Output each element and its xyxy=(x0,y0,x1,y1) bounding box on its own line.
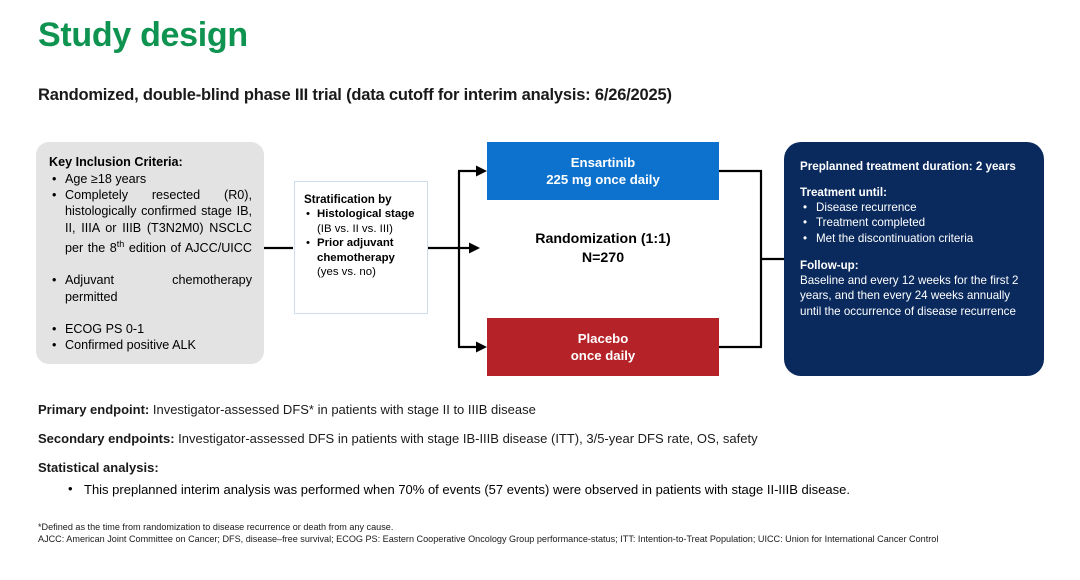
inclusion-item-text: Age ≥18 years xyxy=(65,172,147,186)
arm-dose: 225 mg once daily xyxy=(546,172,660,187)
statistical-analysis-bullet-text: This preplanned interim analysis was per… xyxy=(84,482,850,497)
secondary-endpoint-line: Secondary endpoints: Investigator-assess… xyxy=(38,431,1048,447)
followup-text: Baseline and every 12 weeks for the firs… xyxy=(800,274,1019,318)
randomization-ratio: Randomization (1:1) xyxy=(535,231,671,247)
list-item: Histological stage (IB vs. II vs. III) xyxy=(304,207,419,236)
primary-endpoint-label: Primary endpoint: xyxy=(38,402,150,417)
inclusion-item-text: Confirmed positive ALK xyxy=(65,338,196,353)
randomization-n: N=270 xyxy=(581,250,625,266)
footnote-definition: *Defined as the time from randomization … xyxy=(38,522,394,532)
page-subtitle: Randomized, double-blind phase III trial… xyxy=(38,86,672,104)
treatment-until-label: Treatment until: xyxy=(800,186,887,199)
list-item: Age ≥18 years xyxy=(49,171,252,187)
statistical-analysis-line: Statistical analysis: xyxy=(38,460,1048,476)
treatment-arm-ensartinib: Ensartinib 225 mg once daily xyxy=(487,142,719,200)
arm-dose: once daily xyxy=(570,348,636,363)
treatment-until-list: Disease recurrence Treatment completed M… xyxy=(800,200,1030,247)
page-title: Study design xyxy=(38,16,248,54)
secondary-endpoint-text: Investigator-assessed DFS in patients wi… xyxy=(174,431,758,446)
footnote-abbreviations: AJCC: American Joint Committee on Cancer… xyxy=(38,534,939,545)
treatment-duration-box: Preplanned treatment duration: 2 years T… xyxy=(784,142,1044,376)
treatment-until-item: Treatment completed xyxy=(816,216,926,230)
list-item: ECOG PS 0-1 xyxy=(49,321,252,337)
inclusion-criteria-box: Key Inclusion Criteria: Age ≥18 years Co… xyxy=(36,142,264,364)
treatment-until-item: Disease recurrence xyxy=(816,201,917,214)
primary-endpoint-line: Primary endpoint: Investigator-assessed … xyxy=(38,402,1048,418)
list-item: Completely resected (R0), histologically… xyxy=(49,187,252,272)
inclusion-criteria-list: Age ≥18 years Completely resected (R0), … xyxy=(49,171,252,354)
stratification-factor-detail: (IB vs. II vs. III) xyxy=(317,222,393,235)
inclusion-item-text: ECOG PS 0-1 xyxy=(65,322,145,337)
list-item: Disease recurrence xyxy=(800,200,1030,216)
arrowhead-placebo xyxy=(476,341,487,353)
study-design-diagram: Key Inclusion Criteria: Age ≥18 years Co… xyxy=(0,130,1080,395)
footnotes: *Defined as the time from randomization … xyxy=(38,521,1046,546)
stratification-factor-detail: (yes vs. no) xyxy=(317,266,376,279)
arm-name: Ensartinib xyxy=(570,155,636,170)
list-item: Met the discontinuation criteria xyxy=(800,231,1030,247)
stratification-heading: Stratification by xyxy=(304,193,392,206)
secondary-endpoint-label: Secondary endpoints: xyxy=(38,431,175,446)
randomization-label: Randomization (1:1) N=270 xyxy=(487,230,719,268)
stratification-factor-label: Histological stage xyxy=(317,208,415,220)
treatment-duration-heading: Preplanned treatment duration: 2 years xyxy=(800,160,1016,173)
list-item: Prior adjuvant chemotherapy (yes vs. no) xyxy=(304,236,419,280)
list-item: Confirmed positive ALK xyxy=(49,337,252,353)
inclusion-item-text: Adjuvant chemotherapy permitted xyxy=(65,273,252,304)
statistical-analysis-bullet: This preplanned interim analysis was per… xyxy=(68,481,1048,498)
stratification-list: Histological stage (IB vs. II vs. III) P… xyxy=(304,207,419,280)
inclusion-criteria-heading: Key Inclusion Criteria: xyxy=(49,155,183,169)
treatment-until-item: Met the discontinuation criteria xyxy=(816,231,974,245)
arm-name: Placebo xyxy=(577,331,629,346)
arrowhead-ensartinib xyxy=(476,165,487,177)
followup-label: Follow-up: xyxy=(800,259,859,273)
stratification-box: Stratification by Histological stage (IB… xyxy=(294,181,428,314)
inclusion-item-text: Completely resected (R0), histologically… xyxy=(65,188,252,255)
arrowhead-to-split xyxy=(469,242,480,254)
list-item: Treatment completed xyxy=(800,215,1030,231)
stratification-factor-label: Prior adjuvant chemotherapy xyxy=(317,237,395,264)
list-item: Adjuvant chemotherapy permitted xyxy=(49,272,252,321)
treatment-arm-placebo: Placebo once daily xyxy=(487,318,719,376)
primary-endpoint-text: Investigator-assessed DFS* in patients w… xyxy=(149,402,536,417)
statistical-analysis-label: Statistical analysis: xyxy=(38,460,159,475)
endpoints-section: Primary endpoint: Investigator-assessed … xyxy=(38,402,1048,498)
